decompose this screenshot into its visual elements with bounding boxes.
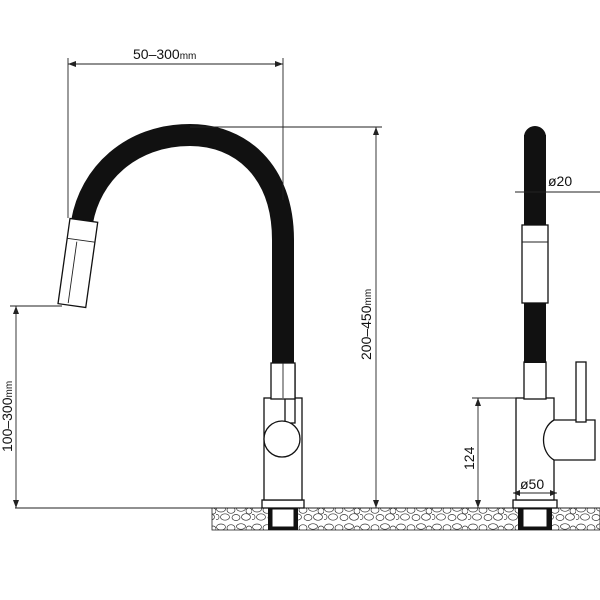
handle-lever-side — [575, 361, 587, 423]
hose-diameter-label: ø20 — [548, 173, 572, 189]
reach-label: 50–300mm — [133, 46, 196, 62]
side-view: ø20 124 ø50 — [461, 126, 600, 530]
spout-neck-side — [523, 361, 547, 400]
spray-head-side — [521, 224, 549, 304]
dimension-spout-height: 100–300mm — [0, 305, 62, 508]
dimension-height: 200–450mm — [190, 126, 382, 508]
front-view — [15, 123, 600, 531]
handle-side — [542, 419, 596, 461]
mount-nut-side — [522, 508, 548, 528]
flexible-hose-front — [71, 123, 294, 363]
mount-nut-front — [271, 508, 295, 528]
hose-top-side — [524, 126, 546, 137]
base-diameter-label: ø50 — [520, 476, 544, 492]
dimension-reach: 50–300mm — [67, 46, 284, 218]
spray-head-front — [57, 217, 99, 309]
base-ring-front — [261, 499, 305, 509]
base-ring-side — [512, 499, 558, 509]
body-height-label: 124 — [461, 446, 477, 470]
height-label: 200–450mm — [358, 289, 374, 360]
spout-height-label: 100–300mm — [0, 381, 15, 452]
handle-knob-front — [263, 420, 301, 458]
